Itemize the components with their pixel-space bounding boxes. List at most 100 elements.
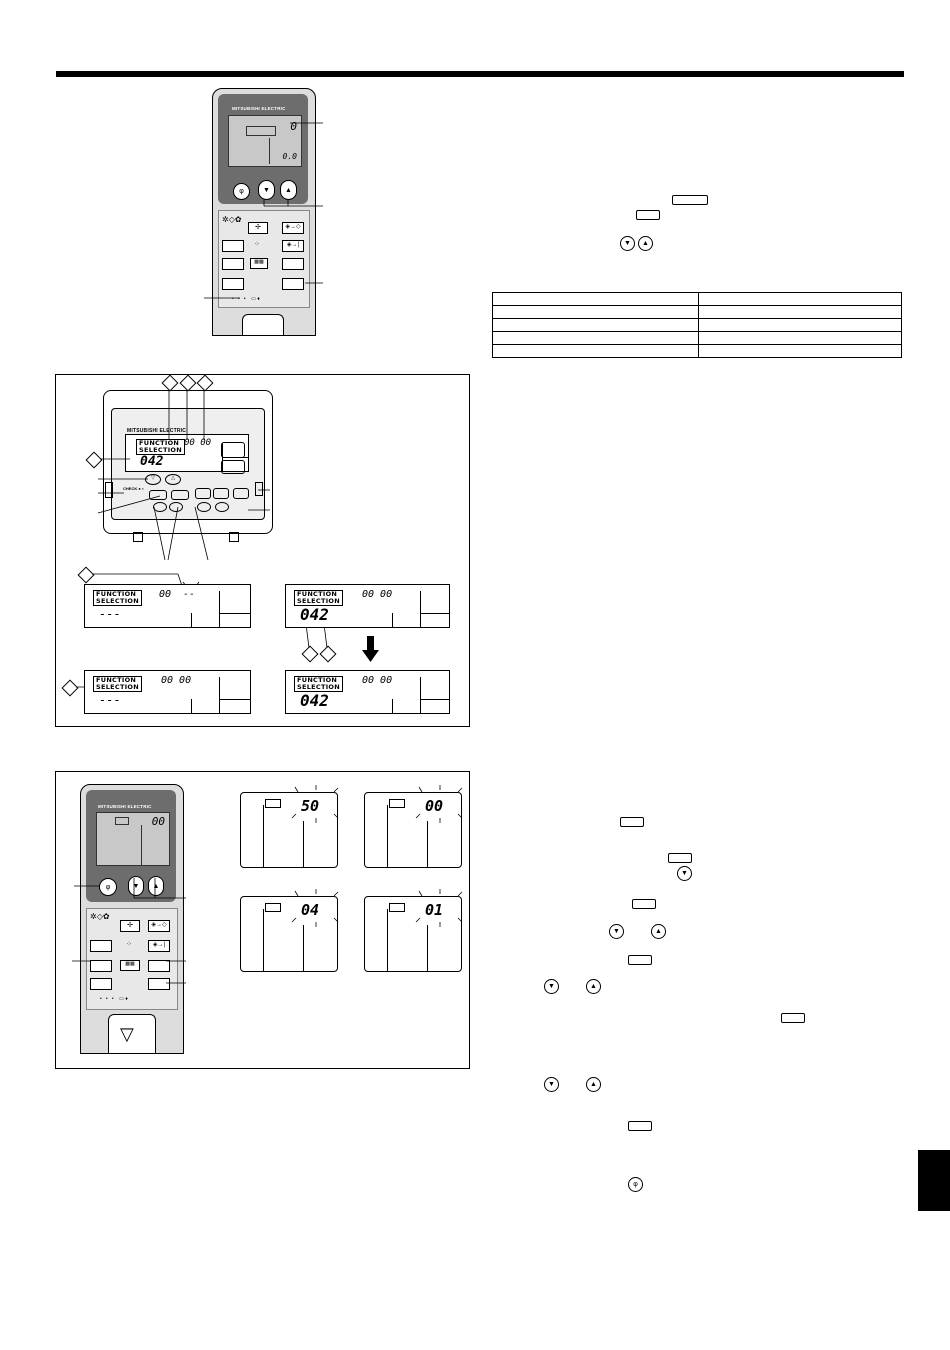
lcd-a-code: ---	[99, 607, 121, 621]
inline-up-icon-4: ▲	[586, 979, 601, 994]
temp-down-button[interactable]: ▼	[258, 180, 275, 200]
lcd-a-blank: --	[183, 589, 196, 600]
func-label-1: FUNCTION	[139, 439, 180, 447]
wired-side-button[interactable]	[221, 460, 245, 474]
wired-time-up[interactable]	[215, 502, 229, 512]
remote-lcd: 0 0.0	[228, 115, 302, 167]
wireless-lcd-4: 01	[364, 896, 462, 972]
func-label-2: SELECTION	[297, 597, 340, 605]
inline-button-set-3	[628, 955, 652, 965]
reset-button[interactable]	[282, 258, 304, 270]
set-button[interactable]	[282, 278, 304, 290]
bottom-indicators: • • • ▭ ♦	[232, 296, 260, 302]
lcd-c-time: 00 00	[161, 675, 192, 686]
lcd-c-code: ---	[99, 693, 121, 707]
wired-remote: MITSUBISHI ELECTRIC FUNCTION SELECTION 0…	[103, 390, 273, 542]
inline-down-icon: ▼	[620, 236, 635, 251]
inline-button-set-2	[632, 899, 656, 909]
wireless-min-button[interactable]	[90, 978, 112, 990]
wireless-lcd-4-value: 01	[425, 901, 444, 919]
lcd-temp: 0.0	[282, 152, 297, 161]
wireless-temp-up[interactable]: ▲	[148, 876, 164, 896]
func-label-2: SELECTION	[139, 446, 182, 454]
wireless-set-button[interactable]	[148, 978, 170, 990]
mode-icons: ✲◇✿	[222, 215, 242, 224]
wireless-lcd-3-value: 04	[301, 901, 320, 919]
func-label-1: FUNCTION	[297, 676, 338, 684]
inline-up-icon: ▲	[638, 236, 653, 251]
wireless-lcd-2-value: 00	[425, 797, 444, 815]
func-label-2: SELECTION	[297, 683, 340, 691]
func-label-2: SELECTION	[96, 683, 139, 691]
inline-down-icon-4: ▼	[544, 979, 559, 994]
wireless-off-timer-button[interactable]	[90, 960, 112, 972]
on-off-timer-button[interactable]: ◈→|	[282, 240, 304, 252]
wireless-lcd-1-value: 50	[301, 797, 320, 815]
wireless-lcd-digits: 00	[151, 815, 165, 828]
header-rule	[56, 71, 904, 77]
inline-button-check-2	[620, 817, 644, 827]
lcd-a-time: 00	[159, 589, 172, 600]
wireless-fan-button[interactable]: ✢	[120, 920, 140, 932]
wired-vane-button[interactable]	[213, 488, 229, 499]
spec-table	[492, 292, 902, 358]
wireless-reset-button[interactable]	[148, 960, 170, 972]
wired-foot-right	[229, 532, 239, 542]
inline-up-icon-5: ▲	[586, 1077, 601, 1092]
wireless-check-button[interactable]: φ	[99, 878, 117, 896]
wireless-vane-button[interactable]: ◈→◇	[148, 920, 170, 932]
fan-button[interactable]: ✢	[248, 222, 268, 234]
temp-up-button[interactable]: ▲	[280, 180, 297, 200]
wireless-timer-button[interactable]	[90, 940, 112, 952]
language-side-tab	[918, 1150, 950, 1211]
inline-button-set-4	[781, 1013, 805, 1023]
checking-label: CHECK ● ◐	[123, 486, 145, 491]
lcd-d-time: 00 00	[362, 675, 393, 686]
wireless-battery-cover	[108, 1014, 156, 1053]
lcd-screen-d: FUNCTION SELECTION 00 00 042	[285, 670, 450, 714]
wired-lcd-code: 042	[140, 454, 164, 469]
wireless-airflow-button[interactable]: ▩▩	[120, 960, 140, 971]
check-button[interactable]: φ	[233, 183, 250, 200]
airflow-button[interactable]: ▩▩	[250, 258, 268, 269]
wireless-louver-icon: ⁘	[126, 941, 132, 948]
wireless-on-off-timer-button[interactable]: ◈→|	[148, 940, 170, 952]
wired-lcd-time: 00 00	[184, 438, 212, 448]
on-off-button[interactable]	[221, 442, 245, 458]
inline-down-icon-5: ▼	[544, 1077, 559, 1092]
wired-func-up[interactable]	[169, 502, 183, 512]
wireless-lcd-3: 04	[240, 896, 338, 972]
inline-down-icon-2: ▼	[677, 866, 692, 881]
wireless-mode-icons: ✲◇✿	[90, 912, 110, 921]
lcd-b-code: 042	[300, 605, 329, 624]
min-button[interactable]	[222, 278, 244, 290]
wireless-temp-down[interactable]: ▼	[128, 876, 144, 896]
top-wireless-remote: MITSUBISHI ELECTRIC 0 0.0 φ ▼ ▲ ✲◇✿ ✢ ◈→…	[212, 88, 316, 336]
wired-left-clip	[105, 482, 113, 498]
wired-timer-button[interactable]	[171, 490, 189, 500]
wired-fan-button[interactable]	[195, 488, 211, 499]
wired-time-down[interactable]	[197, 502, 211, 512]
vane-button[interactable]: ◈→◇	[282, 222, 304, 234]
lcd-screen-a: FUNCTION SELECTION 00 -- ---	[84, 584, 251, 628]
lcd-b-time: 00 00	[362, 589, 393, 600]
wired-mode-button[interactable]	[149, 490, 167, 500]
inline-button-check-3	[668, 853, 692, 863]
wired-temp-up[interactable]: △	[165, 474, 181, 485]
inline-down-icon-3: ▼	[609, 924, 624, 939]
func-label-2: SELECTION	[96, 597, 139, 605]
lcd-screen-c: FUNCTION SELECTION 00 00 ---	[84, 670, 251, 714]
lcd-d-code: 042	[300, 691, 329, 710]
wired-lcd: FUNCTION SELECTION 00 00 042	[125, 434, 249, 472]
wireless-remote-lcd: 00	[96, 812, 170, 866]
inline-button-set-5	[628, 1121, 652, 1131]
wired-louver-button[interactable]	[233, 488, 249, 499]
wireless-brand-logo: MITSUBISHI ELECTRIC	[98, 804, 152, 809]
wired-temp-down[interactable]: ▽	[145, 474, 161, 485]
wireless-lcd-2: 00	[364, 792, 462, 868]
wired-func-down[interactable]	[153, 502, 167, 512]
wireless-lcd-1: 50	[240, 792, 338, 868]
timer-button[interactable]	[222, 240, 244, 252]
off-timer-button[interactable]	[222, 258, 244, 270]
